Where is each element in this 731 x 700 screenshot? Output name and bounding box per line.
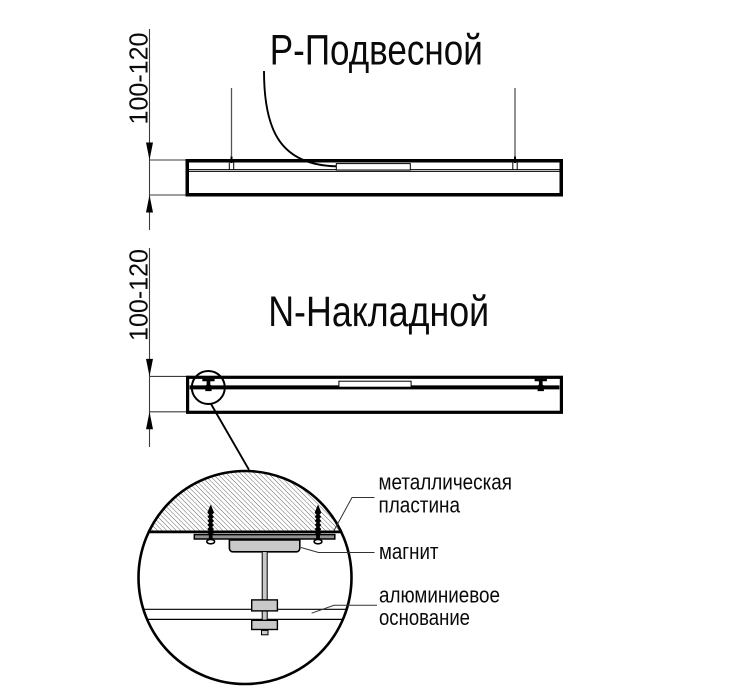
svg-text:магнит: магнит: [379, 539, 439, 564]
svg-text:пластина: пластина: [379, 493, 461, 518]
svg-text:алюминиевое: алюминиевое: [379, 583, 500, 608]
svg-text:N-Накладной: N-Накладной: [268, 288, 489, 336]
svg-text:основание: основание: [379, 605, 470, 630]
svg-text:100-120: 100-120: [124, 33, 154, 125]
svg-text:металлическая: металлическая: [379, 469, 513, 494]
svg-text:100-120: 100-120: [124, 249, 154, 341]
svg-text:Р-Подвесной: Р-Подвесной: [270, 26, 483, 74]
